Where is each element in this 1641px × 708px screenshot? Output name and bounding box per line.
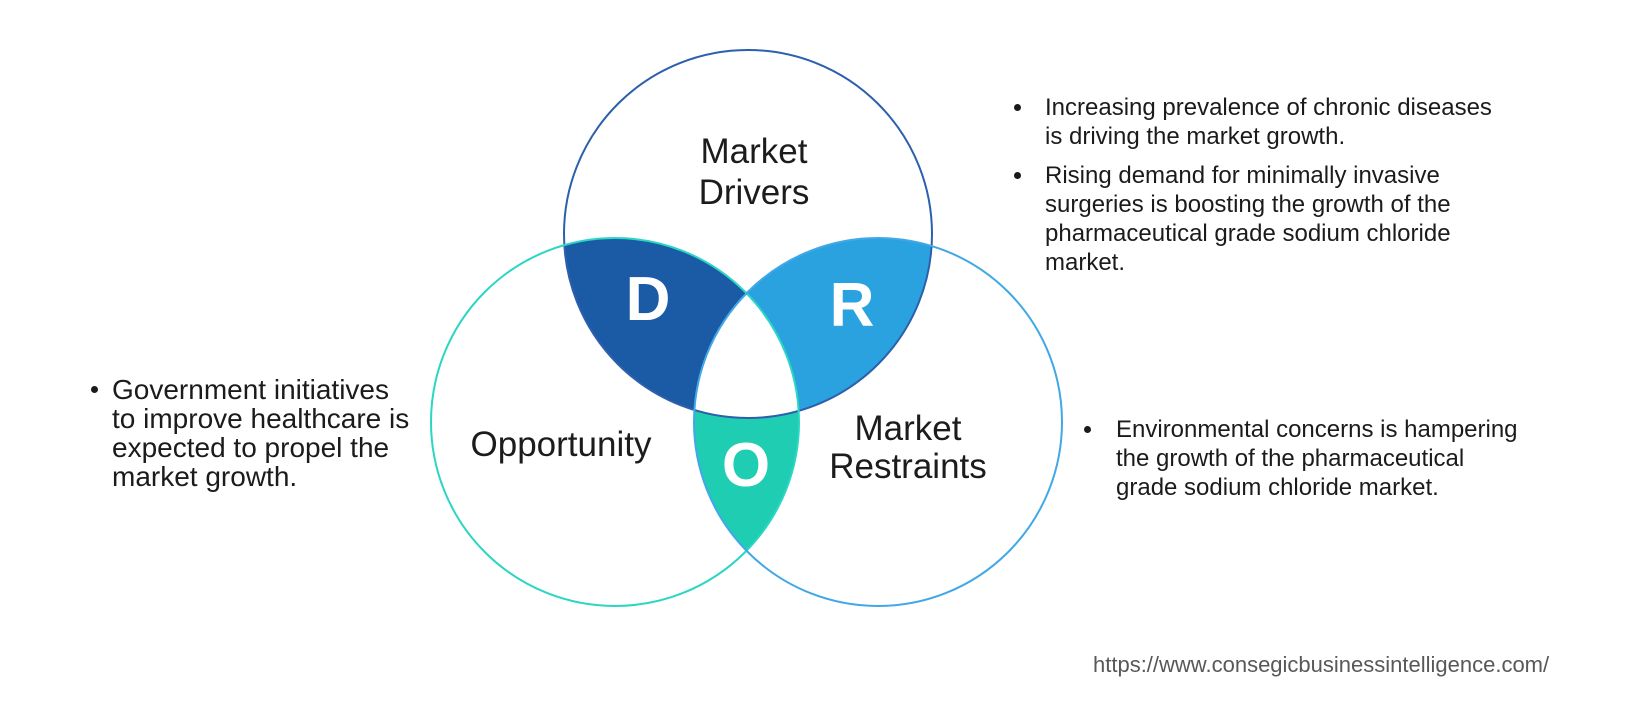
list-item: Environmental concerns is hampering the … [1084, 415, 1554, 502]
drivers-letter: D [625, 265, 671, 334]
drivers-bullet-list: Increasing prevalence of chronic disease… [1014, 93, 1534, 277]
bullet-dot-icon [91, 386, 98, 393]
bullet-dot-icon [1014, 104, 1021, 111]
market-drivers-label: Market Drivers [698, 132, 810, 212]
list-item: Rising demand for minimally invasive sur… [1014, 161, 1534, 277]
opportunity-label: Opportunity [470, 425, 652, 464]
restraints-bullet-text: Environmental concerns is hampering the … [1116, 416, 1518, 501]
restraints-letter: R [829, 271, 875, 340]
drivers-bullet-text-1: Increasing prevalence of chronic disease… [1045, 94, 1492, 150]
market-drivers-circle-outline [563, 49, 933, 419]
market-restraints-circle-outline [693, 237, 1063, 607]
opportunity-bullet-list: Government initiatives to improve health… [91, 375, 451, 491]
drivers-opportunity-intersection-region [564, 238, 799, 418]
bullet-dot-icon [1084, 426, 1091, 433]
source-url-link[interactable]: https://www.consegicbusinessintelligence… [1093, 652, 1550, 677]
market-restraints-label: Market Restraints [829, 409, 987, 486]
restraints-bullet-list: Environmental concerns is hampering the … [1084, 415, 1554, 502]
list-item: Increasing prevalence of chronic disease… [1014, 93, 1534, 151]
list-item: Government initiatives to improve health… [91, 375, 451, 491]
drivers-bullet-text-2: Rising demand for minimally invasive sur… [1045, 162, 1451, 276]
drivers-restraints-intersection-region [694, 238, 932, 418]
bullet-dot-icon [1014, 172, 1021, 179]
opportunity-letter: O [721, 431, 771, 500]
opportunity-circle-outline [430, 237, 800, 607]
opportunity-bullet-text: Government initiatives to improve health… [112, 374, 410, 492]
